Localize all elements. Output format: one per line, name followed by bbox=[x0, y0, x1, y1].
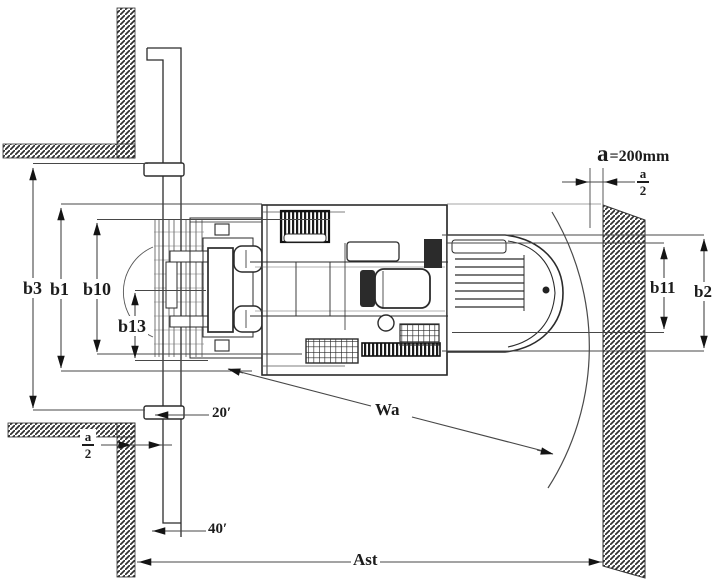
dim-label-b13: b13 bbox=[116, 316, 149, 336]
fraction-denominator: 2 bbox=[639, 183, 647, 198]
fraction-numerator: a bbox=[84, 429, 92, 444]
dim-label-b11: b11 bbox=[648, 278, 678, 297]
rack-rail bbox=[122, 47, 204, 537]
half-clearance-top-right: a 2 bbox=[635, 166, 651, 198]
dim-label-b1: b1 bbox=[48, 279, 72, 299]
fraction-numerator: a bbox=[639, 166, 647, 181]
wall-bottom-left bbox=[7, 422, 136, 578]
dimension-lines bbox=[29, 162, 708, 566]
fraction-denominator: 2 bbox=[84, 446, 92, 461]
dim-label-b3: b3 bbox=[21, 278, 45, 298]
dim-label-b2: b2 bbox=[692, 282, 714, 301]
callout-20: 20′ bbox=[210, 405, 234, 422]
half-clearance-bottom-left: a 2 bbox=[80, 429, 96, 461]
clearance-value: =200mm bbox=[609, 148, 670, 165]
fraction-bar bbox=[82, 444, 94, 446]
callout-40: 40′ bbox=[206, 521, 230, 538]
turning-radius-label: Wa bbox=[373, 400, 402, 419]
forklift-plan-view bbox=[169, 203, 601, 376]
aisle-width-label: Ast bbox=[351, 550, 380, 569]
clearance-label: a=200mm bbox=[595, 141, 672, 166]
clearance-symbol: a bbox=[597, 141, 609, 166]
turning-arc bbox=[547, 211, 590, 489]
dim-label-b10: b10 bbox=[81, 279, 114, 299]
wall-right bbox=[602, 204, 646, 579]
wall-top-left bbox=[2, 7, 136, 159]
fraction-bar bbox=[637, 181, 649, 183]
